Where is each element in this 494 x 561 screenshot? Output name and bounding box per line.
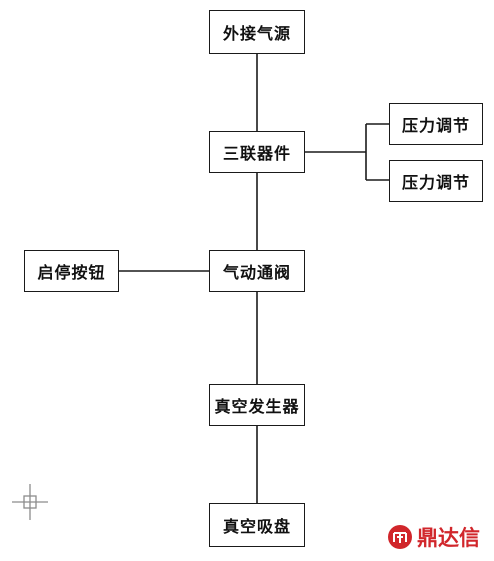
node-label: 压力调节 xyxy=(401,173,470,192)
node-label: 压力调节 xyxy=(401,116,470,135)
node-pressure-regulator-2: 压力调节 xyxy=(389,160,483,202)
node-label: 启停按钮 xyxy=(37,263,106,282)
node-pneumatic-valve: 气动通阀 xyxy=(209,250,305,292)
node-air-source: 外接气源 xyxy=(209,10,305,54)
node-vacuum-cup: 真空吸盘 xyxy=(209,503,305,547)
node-label: 真空吸盘 xyxy=(222,517,291,536)
node-label: 三联器件 xyxy=(222,144,291,163)
node-pressure-regulator-1: 压力调节 xyxy=(389,103,483,145)
watermark-emblem-icon xyxy=(388,525,412,549)
node-start-stop-button: 启停按钮 xyxy=(24,250,119,292)
node-label: 真空发生器 xyxy=(214,397,300,416)
watermark-text: 鼎达信 xyxy=(417,526,480,550)
node-frl-unit: 三联器件 xyxy=(209,131,305,173)
node-vacuum-generator: 真空发生器 xyxy=(209,384,305,426)
node-label: 外接气源 xyxy=(222,24,291,43)
crosshair-icon xyxy=(12,484,48,520)
watermark-logo: 鼎达信 xyxy=(387,521,480,553)
node-label: 气动通阀 xyxy=(222,263,291,282)
